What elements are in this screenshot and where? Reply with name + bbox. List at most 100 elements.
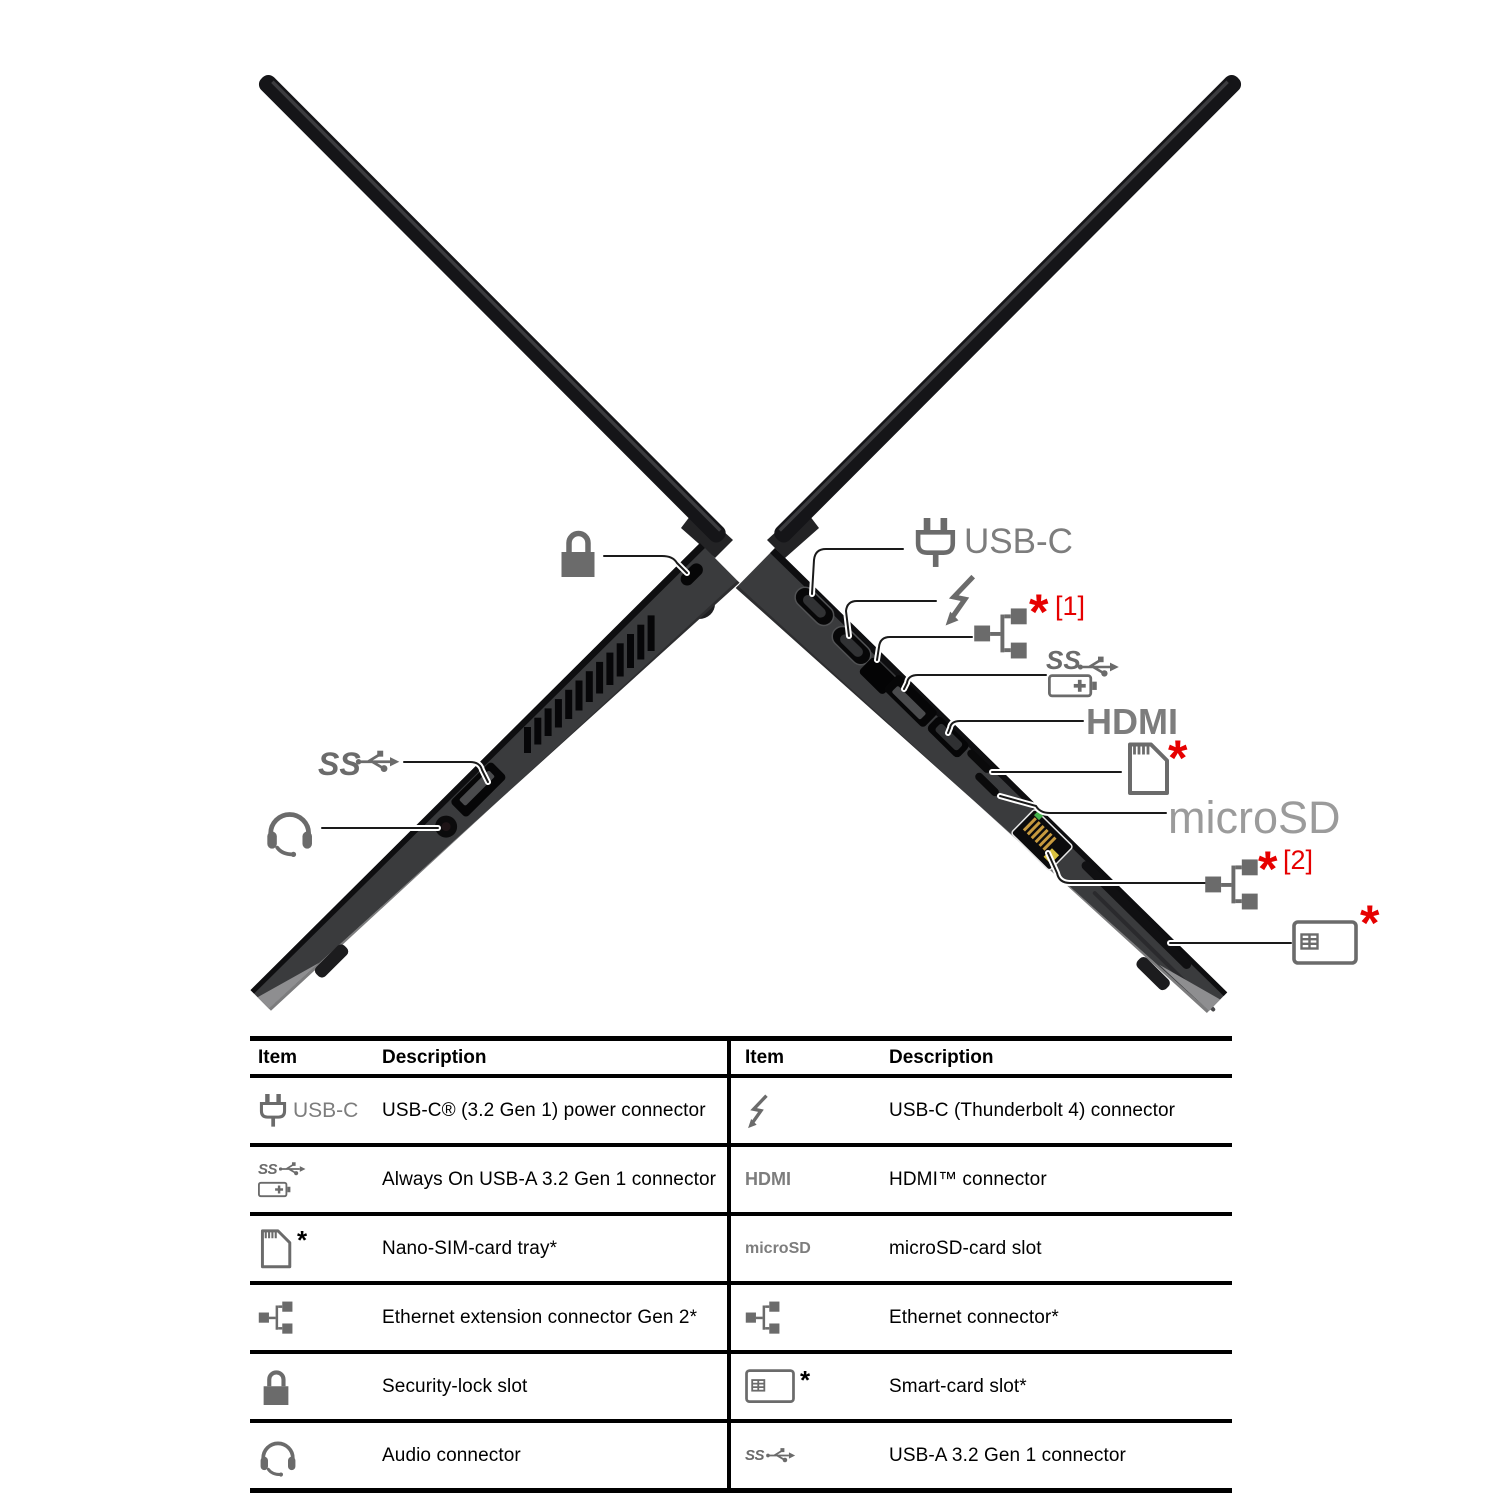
item-icon-cell — [250, 1368, 382, 1406]
smart-card-icon — [1292, 920, 1358, 965]
security-lock-icon — [562, 534, 595, 577]
item-description: USB-A 3.2 Gen 1 connector — [889, 1444, 1126, 1466]
description-header: Description — [382, 1046, 487, 1068]
leader-usb-a-left — [403, 761, 489, 783]
table-row: * Nano-SIM-card tray* — [250, 1212, 727, 1281]
left-front-edge — [257, 962, 320, 1009]
thunderbolt-icon — [746, 1093, 769, 1130]
item-description: Ethernet connector* — [889, 1306, 1059, 1328]
ethernet-icon — [745, 1301, 780, 1334]
microsd-label: microSD — [745, 1239, 811, 1257]
usb-c-label: USB-C — [964, 522, 1073, 561]
leader-ethernet — [1047, 852, 1207, 884]
item-header: Item — [745, 1046, 785, 1068]
item-icon-cell: microSD — [731, 1240, 889, 1258]
microsd-slot — [975, 772, 999, 797]
ref-note-2: [2] — [1283, 845, 1313, 875]
star-note-2: * — [1258, 841, 1278, 897]
left-laptop-base — [250, 543, 740, 1011]
leader-microsd — [999, 795, 1167, 814]
star-note-1: * — [1029, 584, 1049, 640]
leader-usb-c-power — [811, 548, 904, 595]
item-icon-cell — [731, 1088, 889, 1134]
table-row: Ethernet extension connector Gen 2* — [250, 1281, 727, 1350]
security-lock-slot — [680, 563, 703, 586]
item-icon-cell — [250, 1435, 382, 1477]
ports-description-table: Item Description USB-C USB-C® (3.2 Gen 1… — [250, 1036, 1232, 1493]
star-note-sim: * — [1168, 730, 1188, 786]
right-front-edge — [1159, 964, 1221, 1011]
leader-hdmi — [947, 720, 1084, 734]
item-description: USB-C® (3.2 Gen 1) power connector — [382, 1099, 706, 1121]
nano-sim-icon — [260, 1228, 292, 1268]
table-row: * Smart-card slot* — [731, 1350, 1232, 1419]
nano-sim-icon — [1128, 742, 1169, 795]
item-description: Nano-SIM-card tray* — [382, 1237, 558, 1259]
headset-icon — [267, 814, 312, 857]
usb-trident-icon — [766, 1447, 797, 1464]
item-icon-cell: SS — [731, 1447, 889, 1464]
ethernet-icon — [258, 1301, 293, 1334]
usb-c-plug-icon — [918, 518, 953, 567]
left-side-table: Item Description USB-C USB-C® (3.2 Gen 1… — [250, 1041, 727, 1488]
item-icon-cell: * — [731, 1365, 889, 1404]
ss-text: SS — [745, 1447, 765, 1464]
smart-card-icon — [745, 1369, 795, 1404]
item-icon-cell — [250, 1300, 382, 1336]
item-icon-cell: * — [250, 1227, 382, 1269]
usb-trident-icon-right — [1076, 655, 1121, 678]
headset-icon — [258, 1441, 298, 1477]
left-laptop-display-edge — [258, 74, 726, 543]
ethernet-extension-port — [859, 657, 897, 694]
table-row: SS USB-A 3.2 Gen 1 connector — [731, 1419, 1232, 1488]
vent-slats — [524, 615, 655, 753]
ethernet-icon-2 — [1205, 859, 1258, 910]
item-description: Audio connector — [382, 1444, 521, 1466]
item-description: Security-lock slot — [382, 1375, 528, 1397]
left-foot — [314, 944, 349, 978]
item-icon-cell: USB-C — [250, 1093, 382, 1128]
right-side-table: Item Description USB-C (Thunderbolt 4) c… — [727, 1041, 1232, 1488]
right-laptop-display-edge — [774, 74, 1242, 543]
table-row: microSD microSD-card slot — [731, 1212, 1232, 1281]
battery-icon — [1048, 674, 1099, 698]
table-row: HDMI HDMI™ connector — [731, 1143, 1232, 1212]
hdmi-label: HDMI — [745, 1169, 791, 1189]
microsd-label: microSD — [1168, 792, 1341, 843]
rj45-ethernet-port — [1011, 809, 1073, 871]
item-description: Smart-card slot* — [889, 1375, 1027, 1397]
laptop-side-views-diagram: SS USB-C * [1] SS HDMI * microSD * [2] * — [250, 74, 1380, 1014]
ss-usb-text-left: SS — [318, 746, 361, 782]
table-row: USB-C (Thunderbolt 4) connector — [731, 1074, 1232, 1143]
battery-icon — [258, 1181, 291, 1197]
ss-usb-battery-icon: SS — [258, 1161, 307, 1199]
security-lock-icon — [258, 1368, 294, 1406]
hdmi-label: HDMI — [1086, 701, 1178, 742]
usb-c-plug-icon — [259, 1093, 287, 1128]
leader-lines — [319, 546, 1294, 946]
nano-sim-slot — [967, 749, 991, 773]
table-row: Audio connector — [250, 1419, 727, 1488]
leader-thunderbolt — [844, 600, 937, 637]
item-description: Ethernet extension connector Gen 2* — [382, 1306, 698, 1328]
table-row: Ethernet connector* — [731, 1281, 1232, 1350]
star-note-card: * — [1360, 895, 1380, 951]
leader-always-on-usb-a — [903, 674, 1047, 690]
ref-note-1: [1] — [1055, 591, 1085, 621]
callout-icons: SS USB-C * [1] SS HDMI * microSD * [2] * — [267, 518, 1380, 965]
leader-ethernet-extension — [876, 636, 973, 661]
item-label: USB-C — [293, 1098, 359, 1122]
usb-trident-icon — [279, 1161, 307, 1177]
item-description: microSD-card slot — [889, 1237, 1042, 1259]
smart-card-slot — [1081, 861, 1192, 969]
leader-security-lock — [603, 555, 688, 574]
star-note: * — [800, 1365, 811, 1395]
item-description: USB-C (Thunderbolt 4) connector — [889, 1099, 1176, 1121]
item-icon-cell — [731, 1300, 889, 1336]
description-header: Description — [889, 1046, 994, 1068]
item-description: HDMI™ connector — [889, 1168, 1047, 1190]
ss-usb-icon: SS — [745, 1447, 797, 1464]
item-icon-cell: HDMI — [731, 1169, 889, 1190]
item-description: Always On USB-A 3.2 Gen 1 connector — [382, 1168, 717, 1190]
